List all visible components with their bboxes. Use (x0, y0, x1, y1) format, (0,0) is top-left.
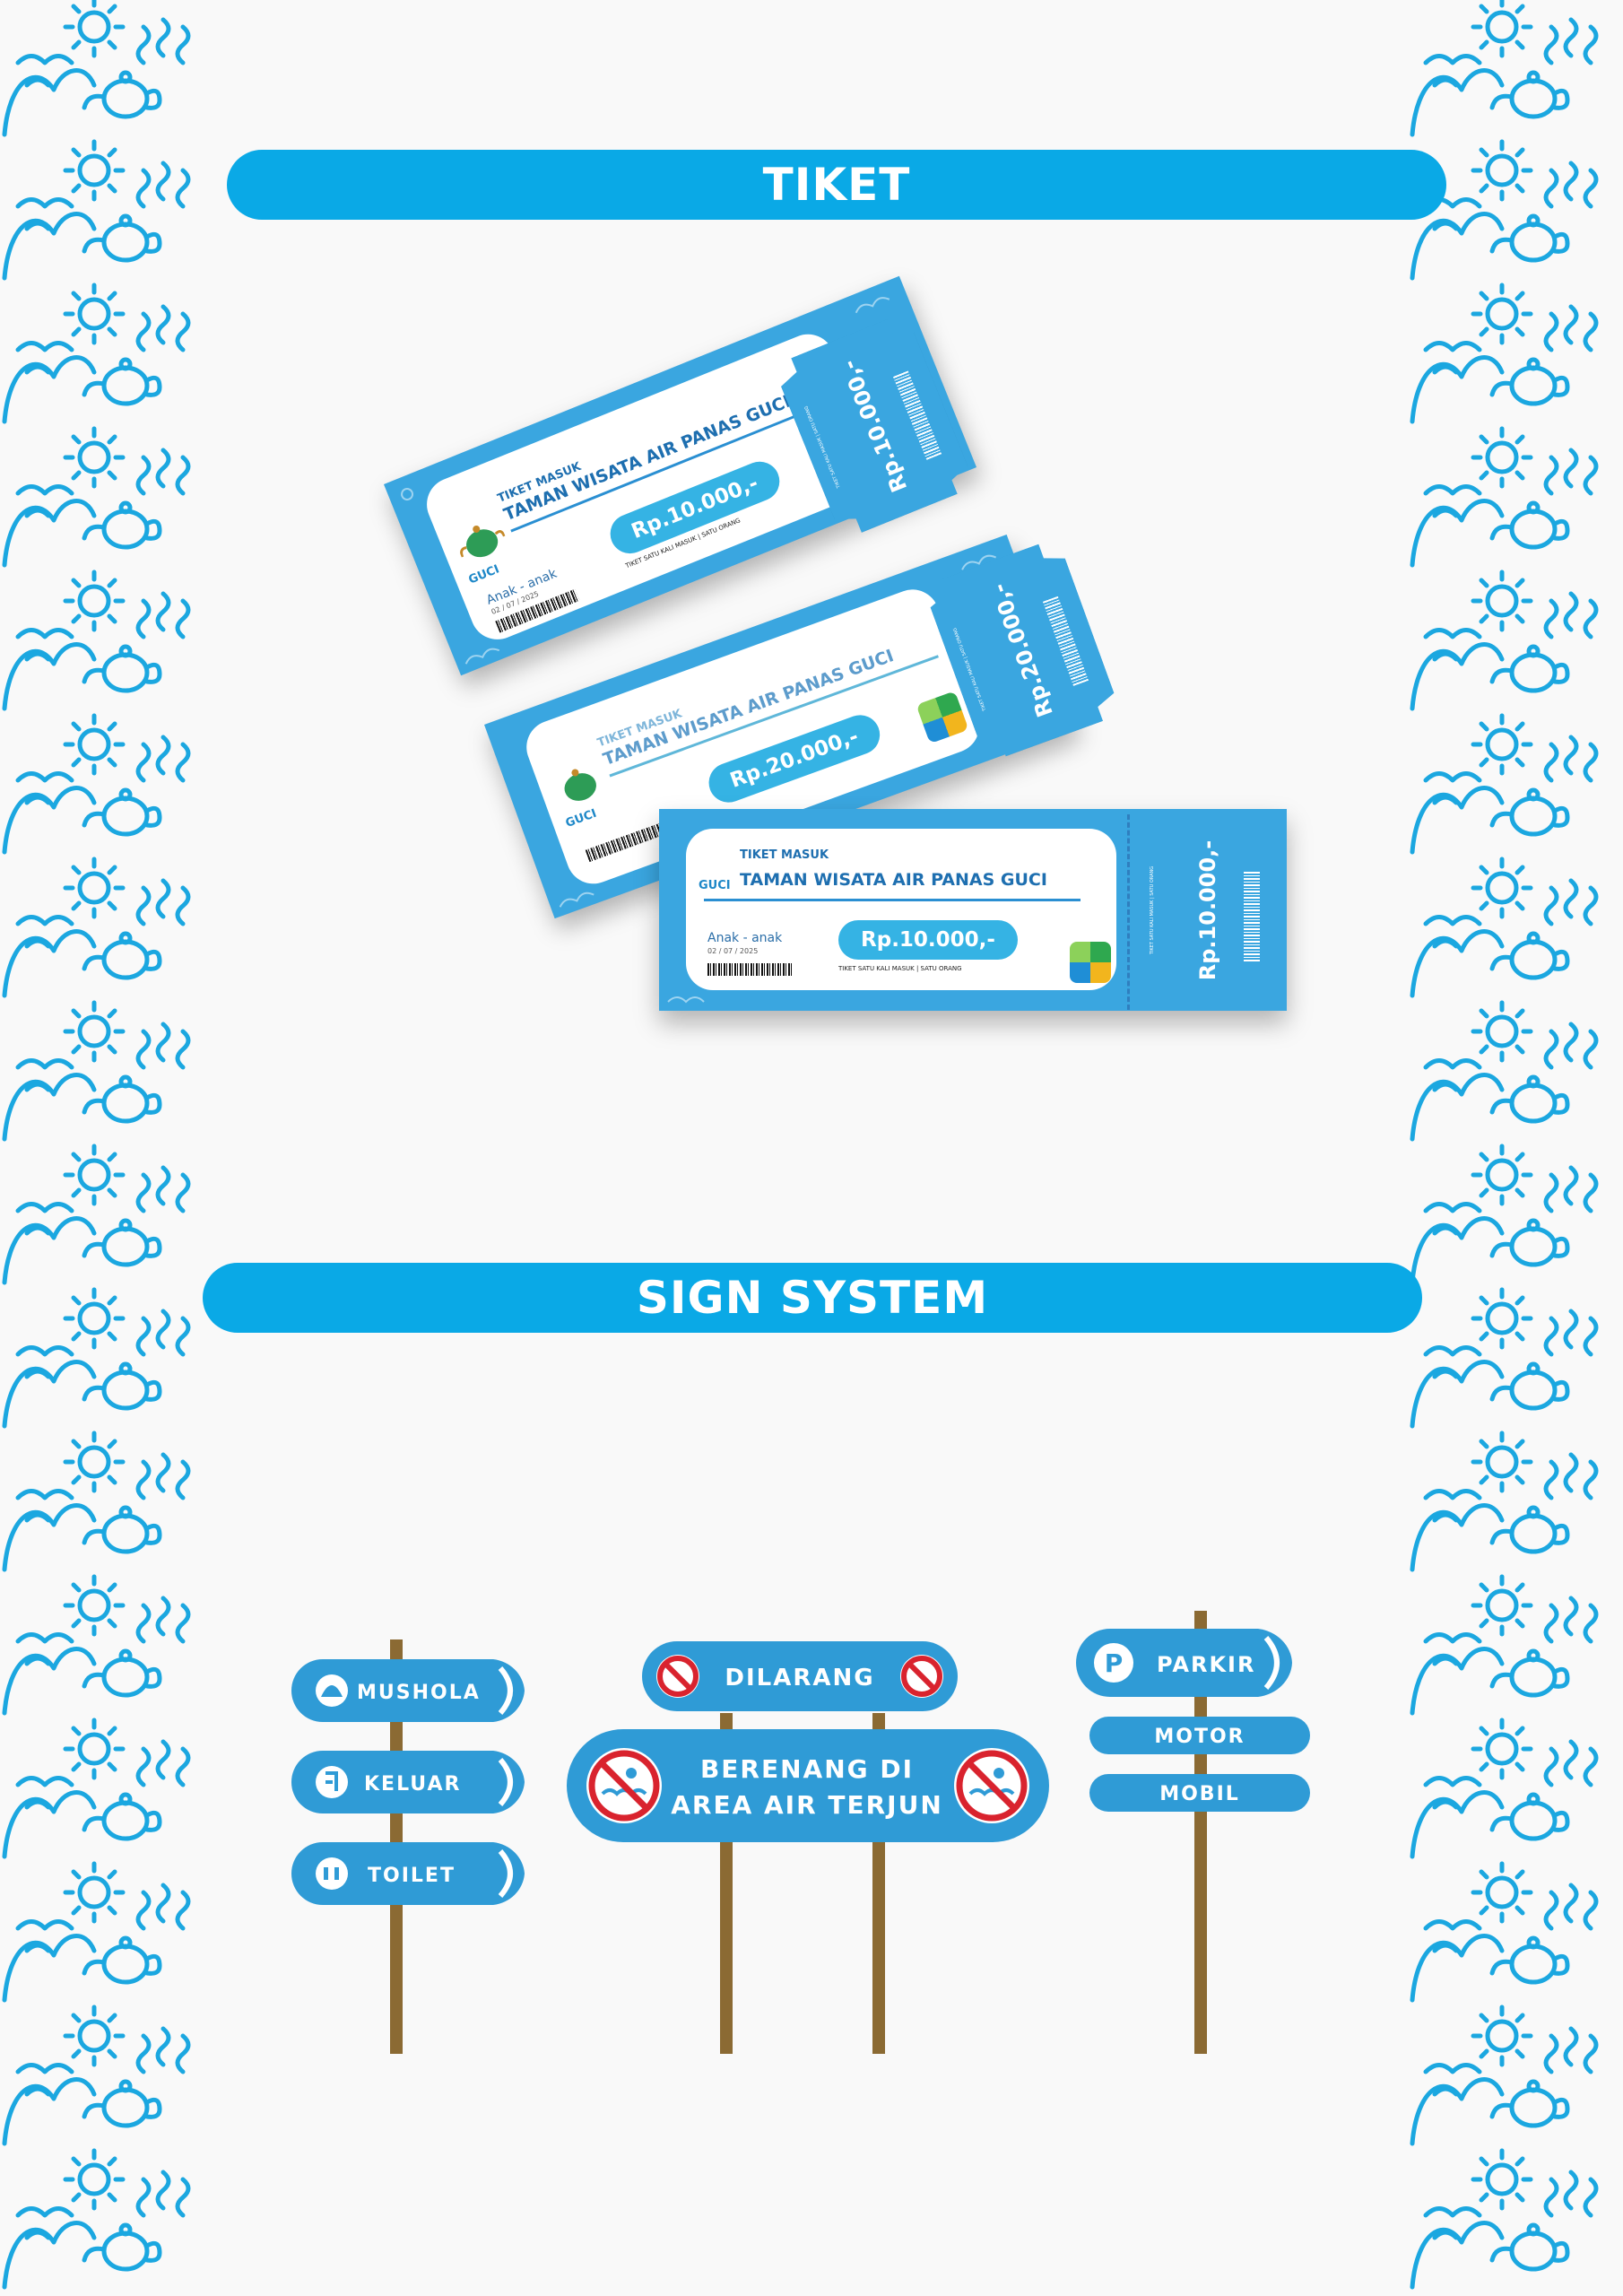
regional-emblem-icon (1070, 942, 1111, 983)
parking-sign-right: P PARKIR MOTOR MOBIL (1076, 1611, 1310, 2054)
decorative-pattern-right (1408, 0, 1623, 2296)
ticket-note: TIKET SATU KALI MASUK | SATU ORANG (838, 965, 962, 972)
sign-board-dilarang (642, 1641, 958, 1711)
no-swimming-icon (954, 1748, 1029, 1823)
ticket-card: GUCI TIKET MASUK TAMAN WISATA AIR PANAS … (686, 829, 1116, 990)
teapot-logo-icon (564, 769, 596, 801)
ticket-price: Rp.10.000,- (838, 920, 1018, 960)
barcode (585, 821, 671, 863)
sign-label-keluar: KELUAR (364, 1773, 461, 1796)
ticket-pattern (559, 554, 997, 908)
logo-text: GUCI (699, 879, 731, 892)
stub-price: Rp.10.000,- (1195, 839, 1220, 980)
ticket-stub-3: Rp.10.000,- TIKET SATU KALI MASUK | SATU… (1136, 816, 1280, 1004)
teapot-logo-icon (460, 525, 506, 558)
parking-icon (1094, 1643, 1133, 1683)
svg-text:P: P (1105, 1648, 1124, 1678)
sign-board-motor (1089, 1717, 1310, 1754)
arrow-right-icon (498, 1758, 513, 1806)
sign-section-title: SIGN SYSTEM (636, 1272, 989, 1324)
sign-label-motor: MOTOR (1154, 1726, 1245, 1748)
arrow-right-icon (498, 1849, 513, 1898)
ticket-2: GUCI TIKET MASUK TAMAN WISATA AIR PANAS … (484, 534, 1078, 919)
sign-board-parkir (1076, 1629, 1292, 1697)
sign-label-dilarang: DILARANG (725, 1665, 874, 1692)
sign-label-area: AREA AIR TERJUN (671, 1790, 943, 1820)
sign-section-header: SIGN SYSTEM (203, 1263, 1422, 1333)
ticket-date: 02 / 07 / 2025 (707, 947, 759, 955)
sign-label-toilet: TOILET (368, 1865, 456, 1887)
ticket-card: GUCI TIKET MASUK TAMAN WISATA AIR PANAS … (419, 326, 887, 648)
sign-board-keluar (291, 1751, 525, 1813)
sign-board-toilet (291, 1842, 525, 1905)
sign-label-mushola: MUSHOLA (357, 1682, 481, 1704)
ticket-3: GUCI TIKET MASUK TAMAN WISATA AIR PANAS … (659, 809, 1287, 1011)
ticket-card: GUCI TIKET MASUK TAMAN WISATA AIR PANAS … (518, 581, 987, 891)
stub-barcode (1244, 872, 1260, 961)
prohibition-sign-center: DILARANG BERENANG DI AREA AIR TERJUN (567, 1641, 1049, 2054)
barcode (707, 963, 794, 976)
stub-barcode (893, 370, 942, 459)
sign-label-berenang: BERENANG DI (700, 1754, 914, 1784)
sign-board-mobil (1089, 1774, 1310, 1812)
decorative-pattern-left (0, 0, 215, 2296)
ticket-venue-name: TAMAN WISATA AIR PANAS GUCI (740, 870, 1047, 890)
sign-system-illustration: MUSHOLA KELUAR TOILET DILARANG (291, 1611, 1310, 2054)
sign-board-mushola (291, 1659, 525, 1722)
ticket-section-title: TIKET (762, 159, 911, 211)
stub-note: TIKET SATU KALI MASUK | SATU ORANG (1150, 865, 1155, 954)
restroom-icon (316, 1857, 348, 1890)
prohibited-icon (900, 1655, 943, 1698)
arrow-right-icon (1263, 1636, 1280, 1690)
arrow-right-icon (498, 1666, 513, 1715)
ticket-category: Anak - anak (707, 931, 783, 945)
stub-barcode (1043, 596, 1089, 686)
ticket-section-header: TIKET (227, 150, 1446, 220)
no-swimming-icon (586, 1748, 662, 1823)
prohibited-icon (656, 1655, 699, 1698)
regional-emblem-icon (916, 691, 969, 744)
sign-board-no-swimming (567, 1729, 1049, 1842)
ticket-label: TIKET MASUK (740, 848, 829, 862)
sign-label-mobil: MOBIL (1159, 1783, 1240, 1805)
title-rule (704, 899, 1081, 901)
directional-sign-left: MUSHOLA KELUAR TOILET (291, 1639, 525, 2054)
sign-label-parkir: PARKIR (1157, 1652, 1255, 1677)
perforation-line (1127, 814, 1130, 1010)
